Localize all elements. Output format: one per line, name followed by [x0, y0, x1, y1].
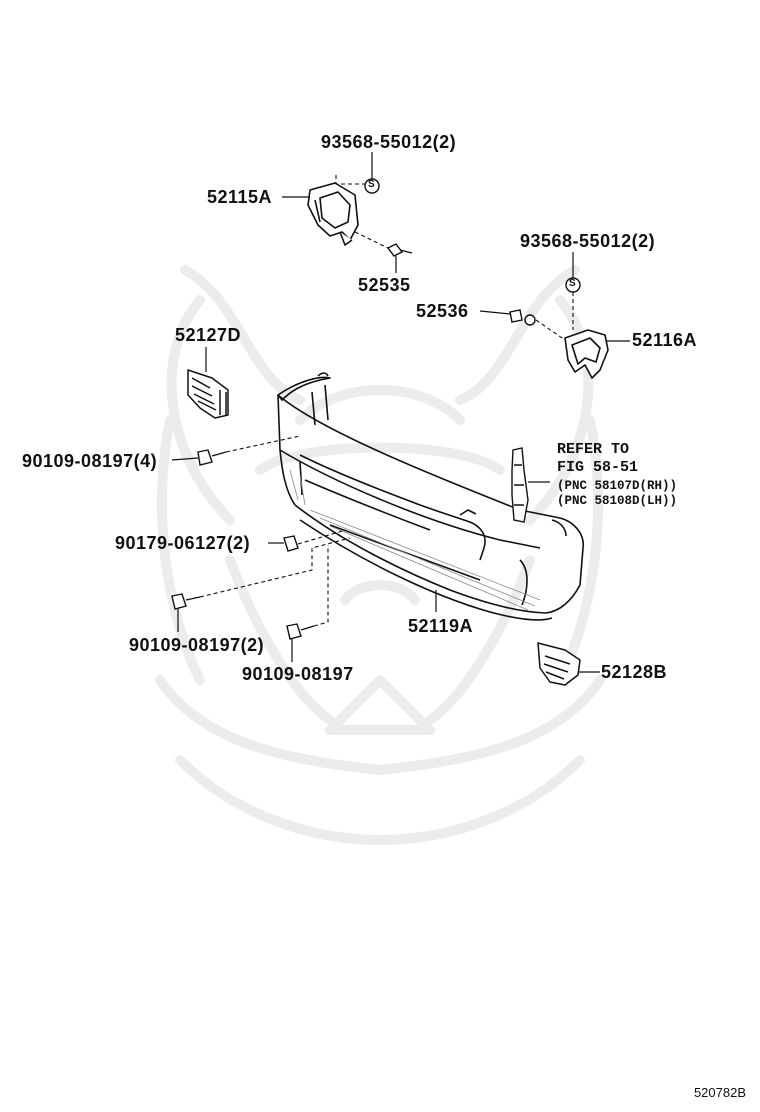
pnc-lh: (PNC 58108D(LH)) [557, 494, 678, 508]
watermark-emblem [155, 265, 605, 845]
label-52535: 52535 [358, 275, 411, 295]
bracket-52116a [564, 329, 609, 379]
stud-marker-top-letter: S [368, 179, 375, 190]
bolt-90109-4 [197, 449, 227, 466]
screw-52535 [386, 243, 413, 257]
label-52116a: 52116A [632, 330, 698, 350]
side-bracket [511, 447, 529, 523]
label-93568-right: 93568-55012(2) [520, 231, 656, 251]
bumper-cover [277, 372, 585, 621]
bumper-shading [289, 469, 541, 611]
diagram-code: 520782B [693, 1085, 746, 1100]
grille-52128b [537, 642, 581, 686]
label-52128b: 52128B [601, 662, 668, 682]
label-90109-4: 90109-08197(4) [22, 451, 158, 471]
grille-52127d [187, 369, 229, 419]
refer-to-line-1: REFER TO [557, 441, 630, 458]
pnc-rh: (PNC 58107D(RH)) [557, 479, 678, 493]
label-90109-single: 90109-08197 [242, 664, 354, 684]
label-93568-top: 93568-55012(2) [321, 132, 457, 152]
bolt-90109-2 [171, 593, 201, 610]
label-52119a: 52119A [408, 616, 474, 636]
stud-marker-right-letter: S [569, 278, 576, 289]
bolt-90109-single [286, 623, 315, 640]
label-52127d: 52127D [175, 325, 242, 345]
label-90109-2: 90109-08197(2) [129, 635, 265, 655]
bracket-52115a [307, 182, 359, 246]
leader-lines [171, 152, 630, 673]
label-52536: 52536 [416, 301, 469, 321]
dashed-guides [199, 175, 574, 627]
label-52115a: 52115A [207, 187, 273, 207]
label-90179: 90179-06127(2) [115, 533, 251, 553]
clip-90179 [283, 535, 299, 552]
refer-to-line-2: FIG 58-51 [557, 459, 639, 476]
screw-52536 [509, 309, 536, 326]
